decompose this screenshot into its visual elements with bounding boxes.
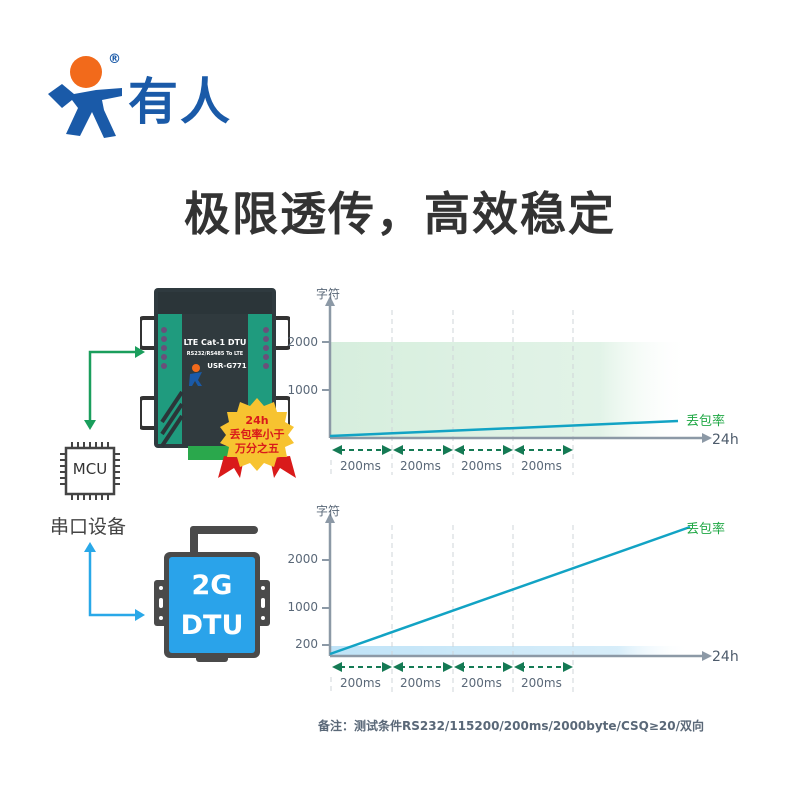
chart-top-loss-label: 丢包率	[686, 414, 726, 429]
chart-top-seg-2: 200ms	[400, 459, 441, 473]
lte-device-model: USR-G771	[207, 362, 247, 370]
brand-name: 有人	[128, 73, 232, 131]
chart-top-tick-2000: 2000	[287, 335, 318, 349]
2g-dtu-device-icon	[154, 526, 270, 662]
badge-line-3: 万分之五	[235, 442, 279, 455]
chart-bottom-tick-200: 200	[295, 637, 318, 651]
chart-top-tick-1000: 1000	[287, 383, 318, 397]
badge-line-2: 丢包率小于	[229, 428, 285, 441]
chart-bottom-y-label: 字符	[316, 504, 341, 518]
brand-logo-icon	[48, 56, 122, 138]
chart-top-seg-1: 200ms	[340, 459, 381, 473]
test-conditions-footnote: 备注：测试条件RS232/115200/200ms/2000byte/CSQ≥2…	[318, 719, 704, 733]
chart-top-seg-3: 200ms	[461, 459, 502, 473]
chart-bottom-loss-label: 丢包率	[686, 522, 726, 537]
chart-top-y-label: 字符	[316, 287, 341, 301]
chart-bottom-seg-3: 200ms	[461, 676, 502, 690]
chart-bottom-tick-1000: 1000	[287, 600, 318, 614]
lte-device-subtitle: RS232/RS485 To LTE	[186, 351, 244, 357]
chart-top-seg-4: 200ms	[521, 459, 562, 473]
chart-bottom-seg-1: 200ms	[340, 676, 381, 690]
chart-bottom-tick-2000: 2000	[287, 552, 318, 566]
lte-device-title: LTE Cat-1 DTU	[183, 338, 247, 347]
chart-bottom-x-end: 24h	[712, 649, 739, 665]
chart-bottom-plot	[322, 513, 712, 693]
connection-arrows	[84, 346, 145, 621]
chart-bottom-seg-4: 200ms	[521, 676, 562, 690]
page-headline: 极限透传，高效稳定	[184, 187, 616, 241]
chart-bottom-seg-2: 200ms	[400, 676, 441, 690]
packet-loss-badge-icon	[218, 398, 296, 478]
serial-device-label: 串口设备	[50, 516, 127, 538]
mcu-chip-icon	[60, 442, 120, 500]
2g-dtu-line-1: 2G	[191, 570, 233, 601]
registered-mark: ®	[108, 52, 121, 67]
chart-top-x-end: 24h	[712, 432, 739, 448]
mcu-chip-label: MCU	[72, 460, 108, 478]
badge-line-1: 24h	[245, 414, 269, 427]
chart-top-plot	[322, 296, 712, 475]
2g-dtu-line-2: DTU	[180, 610, 244, 641]
